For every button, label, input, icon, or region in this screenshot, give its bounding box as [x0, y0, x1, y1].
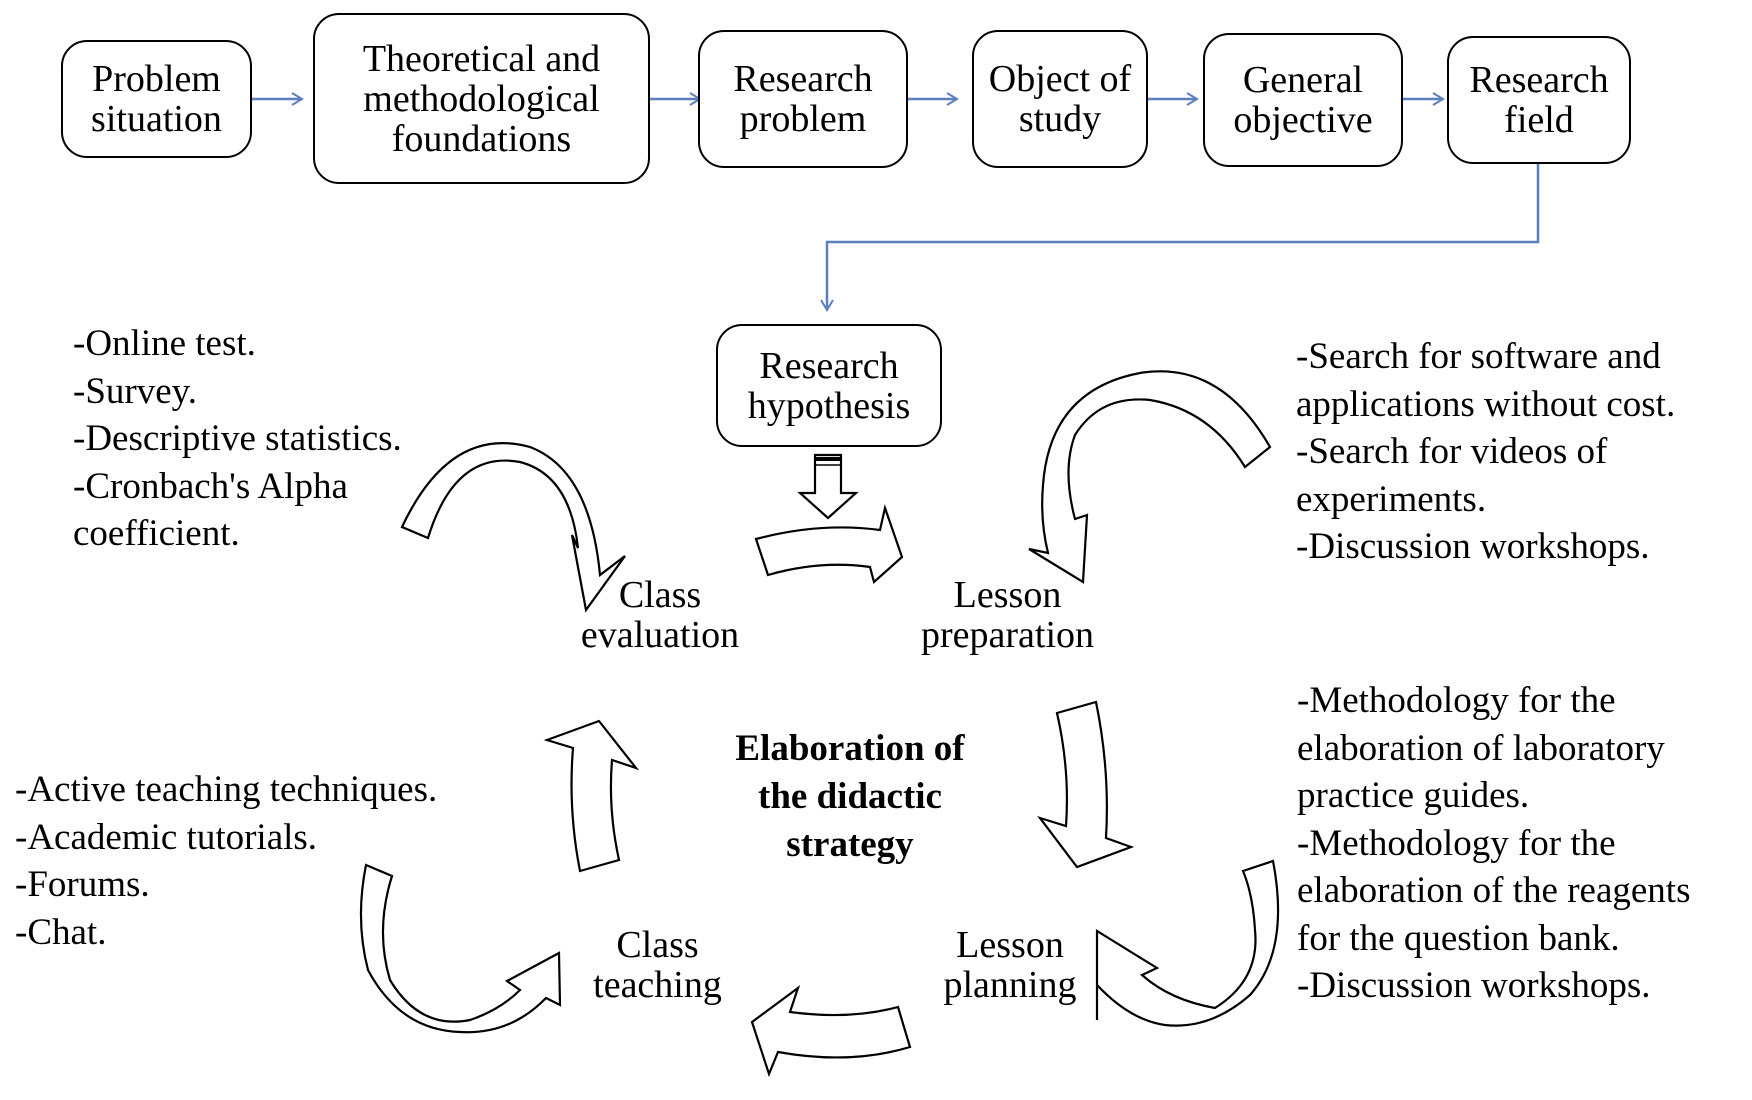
center-title-line1: Elaboration of: [735, 728, 965, 769]
note-item: -Descriptive statistics.: [73, 418, 402, 459]
note-item: -Cronbach's Alpha: [73, 465, 348, 507]
stage-lesson-preparation-line2: preparation: [920, 614, 1095, 656]
stage-class-teaching-line1: Class: [616, 924, 699, 966]
stage-lesson-planning-line1: Lesson: [956, 924, 1064, 966]
box-research-field-line2: field: [1504, 99, 1574, 141]
box-theoretical-line3: foundations: [391, 117, 572, 160]
cycle-arrow-planning-to-teaching-icon: [750, 985, 912, 1078]
box-problem-situation: Problem situation: [61, 40, 252, 158]
note-item: -Search for software and: [1296, 336, 1661, 377]
box-problem-situation-line2: situation: [91, 98, 222, 140]
box-theoretical-line1: Theoretical and: [362, 37, 601, 80]
note-item: -Survey.: [73, 370, 197, 412]
box-general-objective: General objective: [1203, 33, 1403, 167]
box-general-objective-line2: objective: [1233, 99, 1373, 141]
hypothesis-down-arrow-icon: [797, 453, 859, 520]
center-title-line3: strategy: [786, 824, 914, 865]
box-problem-situation-line1: Problem: [92, 58, 221, 100]
note-item: elaboration of the reagents: [1297, 870, 1691, 911]
note-item: practice guides.: [1297, 775, 1530, 816]
center-title-line2: the didactic: [758, 776, 942, 817]
box-theoretical-foundations: Theoretical and methodological foundatio…: [313, 13, 650, 184]
note-item: -Chat.: [15, 911, 107, 953]
note-item: experiments.: [1296, 478, 1487, 520]
stage-lesson-preparation-line1: Lesson: [953, 574, 1062, 616]
note-item: -Discussion workshops.: [1296, 526, 1650, 567]
notes-class-evaluation: -Online test. -Survey. -Descriptive stat…: [73, 320, 402, 558]
notes-arrow-to-class-evaluation-icon: [400, 442, 626, 613]
box-hypothesis-line1: Research: [759, 344, 899, 387]
note-item: -Methodology for the: [1297, 822, 1616, 864]
note-item: -Forums.: [15, 864, 150, 905]
notes-lesson-planning: -Methodology for the elaboration of labo…: [1297, 677, 1690, 1010]
note-item: -Academic tutorials.: [15, 816, 318, 858]
box-object-of-study: Object of study: [972, 30, 1148, 168]
stage-lesson-planning-line2: planning: [943, 964, 1077, 1006]
stage-class-evaluation-line1: Class: [618, 574, 702, 616]
box-research-hypothesis: Research hypothesis: [716, 324, 942, 447]
stage-class-teaching: Class teaching: [570, 925, 745, 1005]
note-item: elaboration of laboratory: [1297, 727, 1665, 769]
box-theoretical-line2: methodological: [363, 77, 600, 120]
note-item: coefficient.: [73, 513, 240, 554]
connector-field-to-hypothesis: [820, 163, 1540, 312]
box-hypothesis-line2: hypothesis: [747, 384, 911, 427]
notes-class-teaching: -Active teaching techniques. -Academic t…: [15, 766, 437, 956]
note-item: -Online test.: [73, 323, 256, 364]
note-item: -Discussion workshops.: [1297, 965, 1651, 1006]
stage-class-evaluation: Class evaluation: [560, 575, 760, 655]
box-research-problem: Research problem: [698, 30, 908, 168]
box-general-objective-line1: General: [1242, 59, 1364, 101]
notes-lesson-preparation: -Search for software and applications wi…: [1296, 333, 1675, 571]
stage-lesson-planning: Lesson planning: [920, 925, 1100, 1005]
box-research-problem-line2: problem: [739, 98, 867, 140]
note-item: -Search for videos of: [1296, 431, 1608, 472]
stage-class-teaching-line2: teaching: [593, 964, 722, 1006]
box-research-field: Research field: [1447, 36, 1631, 164]
notes-arrow-to-lesson-planning-icon: [1095, 859, 1280, 1027]
cycle-center-title: Elaboration of the didactic strategy: [700, 725, 1000, 869]
box-research-field-line1: Research: [1469, 59, 1609, 101]
cycle-arrow-preparation-to-planning-icon: [1037, 700, 1135, 869]
note-item: applications without cost.: [1296, 383, 1676, 425]
box-object-of-study-line1: Object of: [988, 58, 1132, 100]
stage-class-evaluation-line2: evaluation: [580, 614, 740, 656]
note-item: -Active teaching techniques.: [15, 769, 438, 810]
cycle-arrow-teaching-to-evaluation-icon: [543, 719, 640, 873]
note-item: for the question bank.: [1297, 917, 1620, 959]
stage-lesson-preparation: Lesson preparation: [900, 575, 1115, 655]
cycle-arrow-evaluation-to-preparation-icon: [754, 504, 904, 585]
notes-arrow-to-lesson-preparation-icon: [1028, 370, 1272, 584]
box-object-of-study-line2: study: [1018, 98, 1102, 140]
notes-arrow-to-class-teaching-icon: [359, 863, 562, 1034]
note-item: -Methodology for the: [1297, 680, 1616, 721]
box-research-problem-line1: Research: [733, 58, 873, 100]
